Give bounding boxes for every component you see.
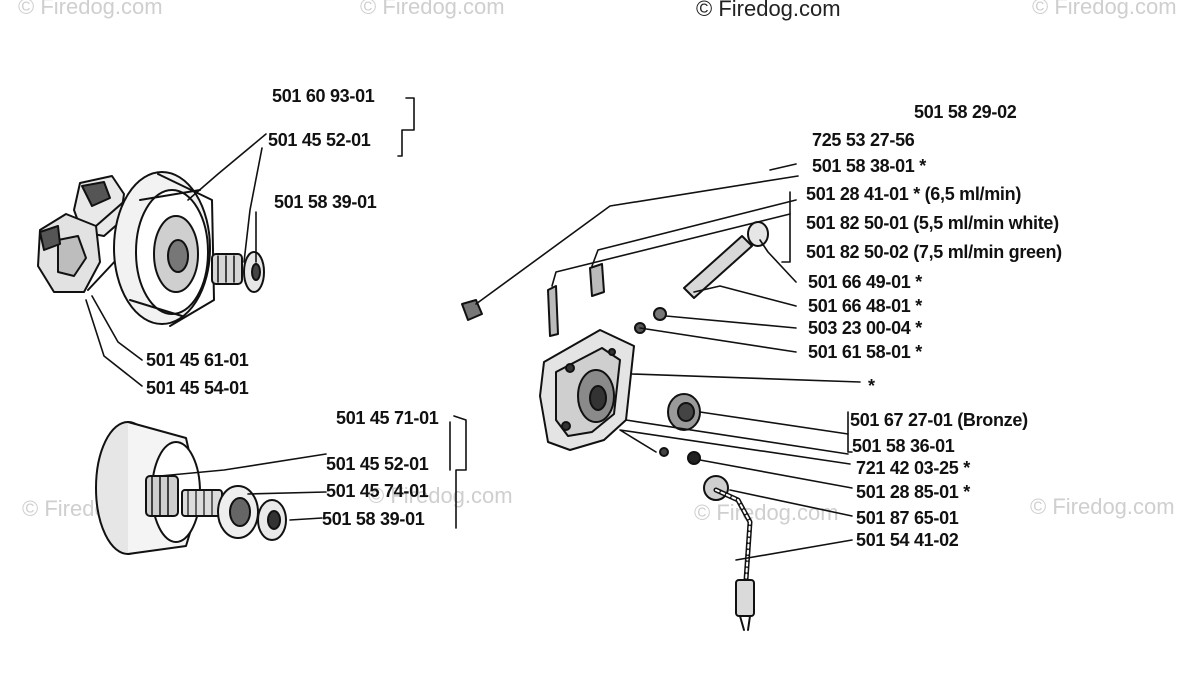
part-label: 501 28 85-01 * xyxy=(856,482,970,502)
part-label: 501 58 29-02 xyxy=(914,102,1017,122)
oil-pump-assembly xyxy=(461,221,769,631)
clutch-drum-bottom xyxy=(95,421,287,555)
part-label: 501 45 71-01 xyxy=(336,408,439,428)
watermark: © Firedog.com xyxy=(1030,494,1175,519)
part-label: * xyxy=(868,376,875,396)
part-label: 501 58 39-01 xyxy=(322,509,425,529)
part-label: 501 58 38-01 * xyxy=(812,156,926,176)
part-label: 501 45 61-01 xyxy=(146,350,249,370)
part-label: 501 54 41-02 xyxy=(856,530,959,550)
watermark: © Firedog.com xyxy=(694,500,839,525)
part-label: 501 45 74-01 xyxy=(326,481,429,501)
part-label: 501 58 39-01 xyxy=(274,192,377,212)
part-label: 501 45 54-01 xyxy=(146,378,249,398)
part-label: 501 67 27-01 (Bronze) xyxy=(850,410,1028,430)
part-label: 501 82 50-01 (5,5 ml/min white) xyxy=(806,213,1059,233)
watermark: © Firedog.com xyxy=(368,483,513,508)
part-label: 501 61 58-01 * xyxy=(808,342,922,362)
part-label: 503 23 00-04 * xyxy=(808,318,922,338)
part-label: 725 53 27-56 xyxy=(812,130,915,150)
watermark: © Firedog.com xyxy=(696,0,841,21)
watermark: © Firedog.com xyxy=(1032,0,1177,19)
part-label: 721 42 03-25 * xyxy=(856,458,970,478)
part-label: 501 82 50-02 (7,5 ml/min green) xyxy=(806,242,1062,262)
part-label: 501 58 36-01 xyxy=(852,436,955,456)
watermark: © Firedog.com xyxy=(18,0,163,19)
part-label: 501 45 52-01 xyxy=(268,130,371,150)
part-label: 501 66 49-01 * xyxy=(808,272,922,292)
part-label: 501 66 48-01 * xyxy=(808,296,922,316)
part-label: 501 45 52-01 xyxy=(326,454,429,474)
part-label: 501 87 65-01 xyxy=(856,508,959,528)
part-label: 501 60 93-01 xyxy=(272,86,375,106)
part-label: 501 28 41-01 * (6,5 ml/min) xyxy=(806,184,1022,204)
watermark: © Firedog.com xyxy=(360,0,505,19)
clutch-assembly-top xyxy=(37,171,265,327)
